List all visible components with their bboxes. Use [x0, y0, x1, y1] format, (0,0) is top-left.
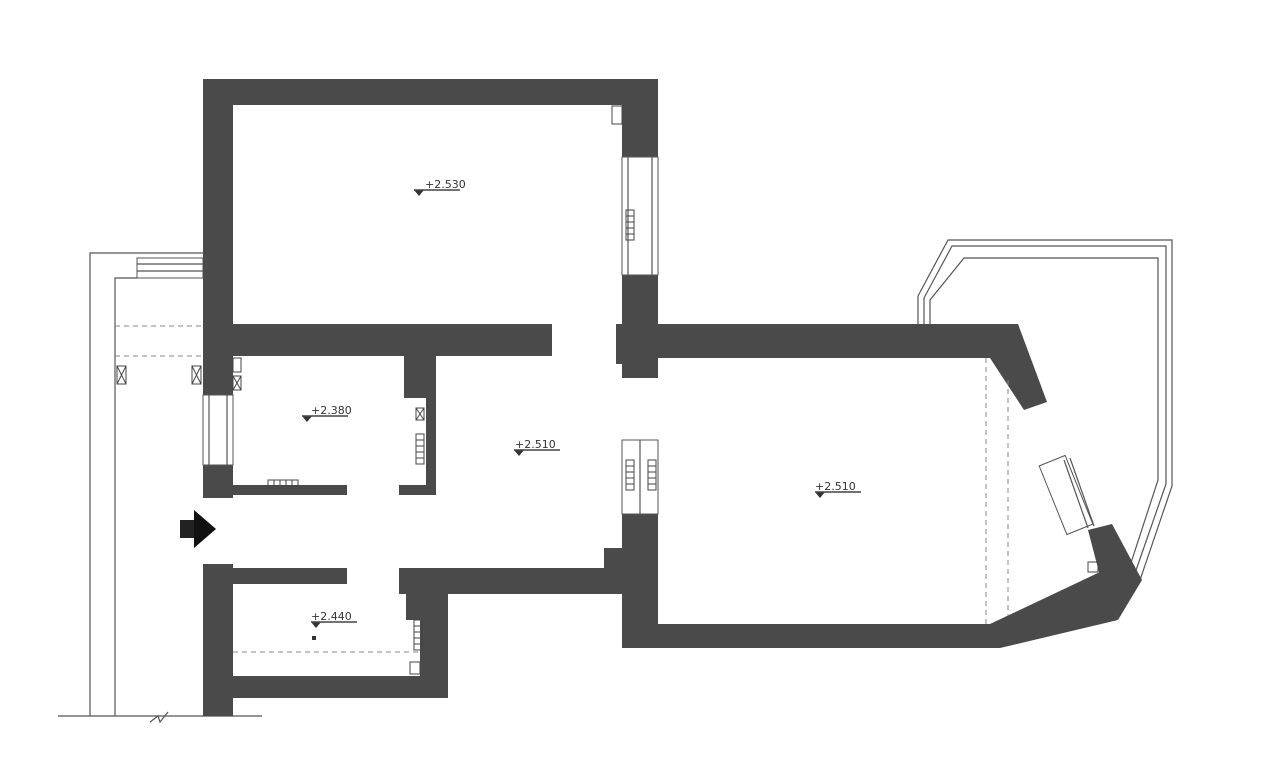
radiator-symbol-small-room	[415, 433, 425, 465]
radiator-symbol	[625, 209, 635, 241]
level-label-small-room: +2.380	[311, 404, 352, 417]
break-line-icon	[149, 711, 169, 724]
dashed-lines	[233, 358, 1009, 653]
level-label-bottom-room: +2.440	[311, 610, 352, 623]
level-marker-icon	[311, 622, 321, 628]
level-marker-bottom-room: +2.440	[311, 610, 357, 628]
walls	[203, 79, 1142, 716]
entry-arrow-icon	[180, 510, 216, 548]
bay-side-window	[1038, 454, 1094, 536]
bay-balcony	[917, 239, 1173, 581]
level-marker-hall: +2.510	[514, 438, 560, 456]
level-marker-icon	[815, 492, 825, 498]
small-room-window	[202, 394, 234, 466]
level-label-right-room: +2.510	[815, 480, 856, 493]
level-marker-small-room: +2.380	[302, 404, 352, 422]
fixtures	[232, 105, 1099, 675]
level-marker-icon	[302, 416, 312, 422]
level-marker-right-room: +2.510	[815, 480, 861, 498]
level-marker-top-room: +2.530	[414, 178, 466, 196]
balcony-window	[136, 257, 204, 279]
level-marker-icon	[514, 450, 524, 456]
vent-symbol	[116, 365, 202, 385]
level-label-top-room: +2.530	[425, 178, 466, 191]
level-marker-icon	[414, 190, 424, 196]
level-label-hall: +2.510	[515, 438, 556, 451]
left-balcony	[58, 252, 262, 724]
